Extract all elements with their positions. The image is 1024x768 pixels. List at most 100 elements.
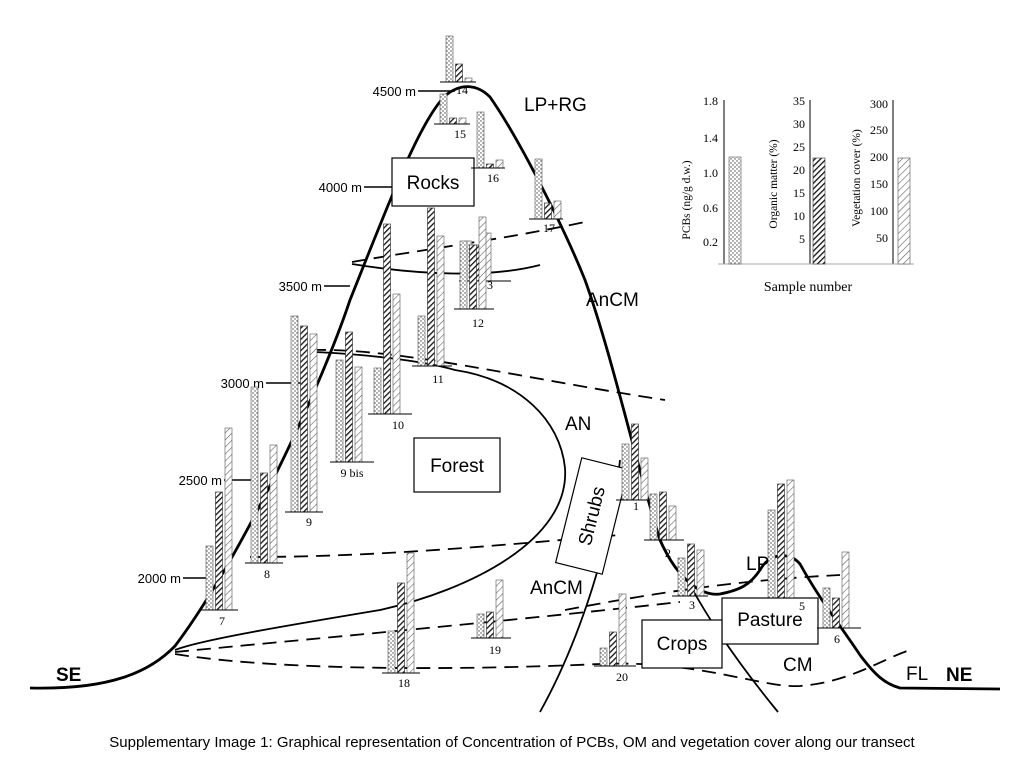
veg-tick: 250 (870, 123, 888, 137)
pcb-bar (439, 93, 448, 125)
veg-bar (841, 551, 850, 629)
om-bar (345, 331, 353, 463)
sample-number-label: 20 (616, 670, 628, 684)
pcb-bar (250, 386, 259, 564)
veg-bar (786, 479, 795, 599)
legend: 1.8 1.4 1.0 0.6 0.2 35 30 25 20 15 10 5 … (681, 94, 914, 295)
sample-number-label: 18 (398, 676, 410, 690)
om-bar (777, 483, 785, 599)
pcb-bar (677, 557, 686, 597)
sample-group: 9 bis (330, 331, 374, 480)
sample-number-label: 16 (487, 171, 499, 185)
altitude-label-3500: 3500 m (279, 279, 322, 294)
pcb-tick: 1.8 (703, 94, 718, 108)
veg-tick: 150 (870, 177, 888, 191)
veg-bar (458, 117, 467, 125)
veg-tick: 300 (870, 97, 888, 111)
pcb-tick: 0.2 (703, 235, 718, 249)
veg-tick: 200 (870, 150, 888, 164)
veg-axis-label: Vegetation cover (%) (851, 129, 863, 227)
altitude-label-4500: 4500 m (373, 84, 416, 99)
zone-label-rocks: Rocks (407, 173, 460, 194)
om-tick: 30 (793, 117, 805, 131)
pcb-bar (373, 367, 382, 415)
om-tick: 35 (793, 94, 805, 108)
om-bar (397, 582, 405, 674)
pcb-tick: 1.0 (703, 166, 718, 180)
zone-label-ancm-lower: AnCM (530, 578, 583, 599)
om-bar (455, 63, 463, 83)
sample-number-label: 9 (306, 515, 312, 529)
om-bar (215, 491, 223, 611)
pcb-bar (621, 443, 630, 501)
legend-om-bar (812, 157, 826, 265)
direction-label-ne: NE (946, 665, 972, 686)
altitude-label-4000: 4000 m (319, 180, 362, 195)
altitude-label-2500: 2500 m (179, 473, 222, 488)
pcb-axis-label: PCBs (ng/g d.w.) (681, 160, 693, 239)
om-bar (687, 543, 695, 597)
sample-group: 2 (644, 491, 684, 560)
sample-group: 20 (594, 593, 636, 684)
sample-group: 10 (368, 223, 412, 432)
pcb-bar (599, 647, 608, 667)
sample-number-label: 11 (432, 372, 444, 386)
sample-number-label: 15 (454, 127, 466, 141)
pcb-bar (290, 315, 299, 513)
sample-group: 15 (434, 93, 470, 141)
veg-bar (309, 333, 318, 513)
legend-xlabel: Sample number (764, 280, 853, 295)
om-tick: 20 (793, 163, 805, 177)
veg-bar (269, 444, 278, 564)
zone-label-forest: Forest (430, 456, 485, 477)
zone-label-crops: Crops (657, 634, 708, 655)
sample-group: 5 (762, 479, 805, 613)
zone-label-fl: FL (906, 664, 928, 685)
sample-number-label: 7 (219, 614, 225, 628)
veg-bar (640, 457, 649, 501)
veg-bar (464, 77, 473, 83)
sample-group: 14 (440, 35, 476, 97)
om-bar (832, 597, 840, 629)
om-bar (544, 202, 552, 220)
om-axis-label: Organic matter (%) (768, 139, 780, 228)
veg-bar (478, 216, 487, 310)
pcb-bar (335, 359, 344, 463)
sample-group: 8 (245, 386, 283, 581)
zone-label-lp-rg: LP+RG (524, 95, 587, 116)
om-bar (300, 325, 308, 513)
veg-bar (696, 549, 705, 597)
veg-tick: 100 (870, 204, 888, 218)
sample-group: 6 (817, 551, 861, 646)
veg-bar (436, 235, 445, 367)
om-bar (486, 163, 494, 169)
veg-bar (392, 293, 401, 415)
pcb-bar (476, 111, 485, 169)
om-bar (260, 472, 268, 564)
sample-number-label: 9 bis (340, 466, 363, 480)
om-bar (383, 223, 391, 415)
zone-label-cm: CM (783, 655, 813, 676)
om-bar (631, 423, 639, 501)
direction-label-se: SE (56, 665, 81, 686)
om-bar (449, 117, 457, 125)
veg-bar (495, 579, 504, 639)
pcb-bar (445, 35, 454, 83)
veg-bar (406, 552, 415, 674)
om-bar (659, 491, 667, 541)
sample-group: 3 (672, 543, 708, 612)
sample-number-label: 2 (665, 546, 671, 560)
sample-group: 19 (471, 579, 511, 657)
pcb-bar (476, 613, 485, 639)
sample-number-label: 8 (264, 567, 270, 581)
sample-number-label: 19 (489, 643, 501, 657)
sample-group: 11 (412, 207, 452, 386)
om-bar (469, 244, 477, 310)
altitude-label-2000: 2000 m (138, 571, 181, 586)
sample-group: 12 (454, 216, 494, 330)
sample-number-label: 10 (392, 418, 404, 432)
zone-label-pasture: Pasture (737, 610, 802, 631)
pcb-bar (822, 587, 831, 629)
pcb-bar (417, 315, 426, 367)
